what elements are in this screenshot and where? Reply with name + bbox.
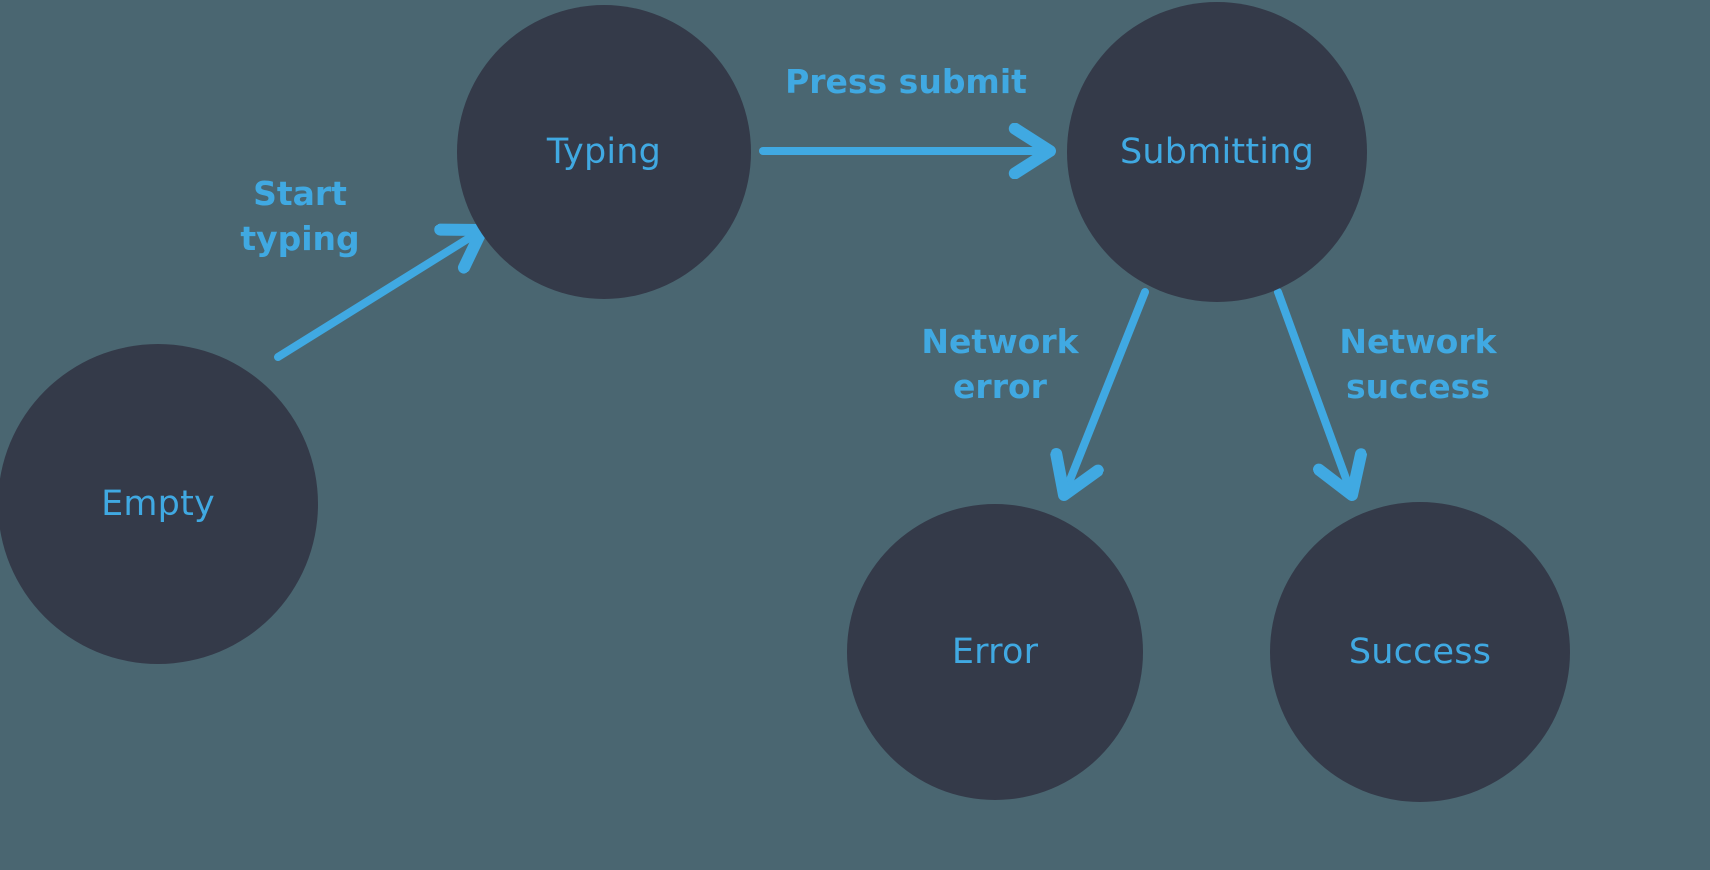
transition-arrow-start-typing <box>274 230 482 361</box>
transition-label-start-typing: Start typing <box>240 174 360 258</box>
state-label-empty: Empty <box>101 483 215 524</box>
transition-label-network-error: Network error <box>921 322 1079 406</box>
state-label-submitting: Submitting <box>1119 131 1314 172</box>
state-node-error[interactable]: Error <box>847 504 1143 800</box>
transition-label-network-success: Network success <box>1339 322 1497 406</box>
state-label-error: Error <box>951 631 1039 672</box>
transition-arrow-network-error <box>1064 288 1149 495</box>
state-node-typing[interactable]: Typing <box>457 5 751 299</box>
state-label-success: Success <box>1348 631 1492 672</box>
state-node-empty[interactable]: Empty <box>0 344 318 664</box>
state-node-success[interactable]: Success <box>1270 502 1570 802</box>
transition-label-press-submit: Press submit <box>785 62 1027 101</box>
state-node-submitting[interactable]: Submitting <box>1067 2 1367 302</box>
transition-arrow-network-success <box>1274 288 1352 495</box>
state-label-typing: Typing <box>546 131 662 172</box>
